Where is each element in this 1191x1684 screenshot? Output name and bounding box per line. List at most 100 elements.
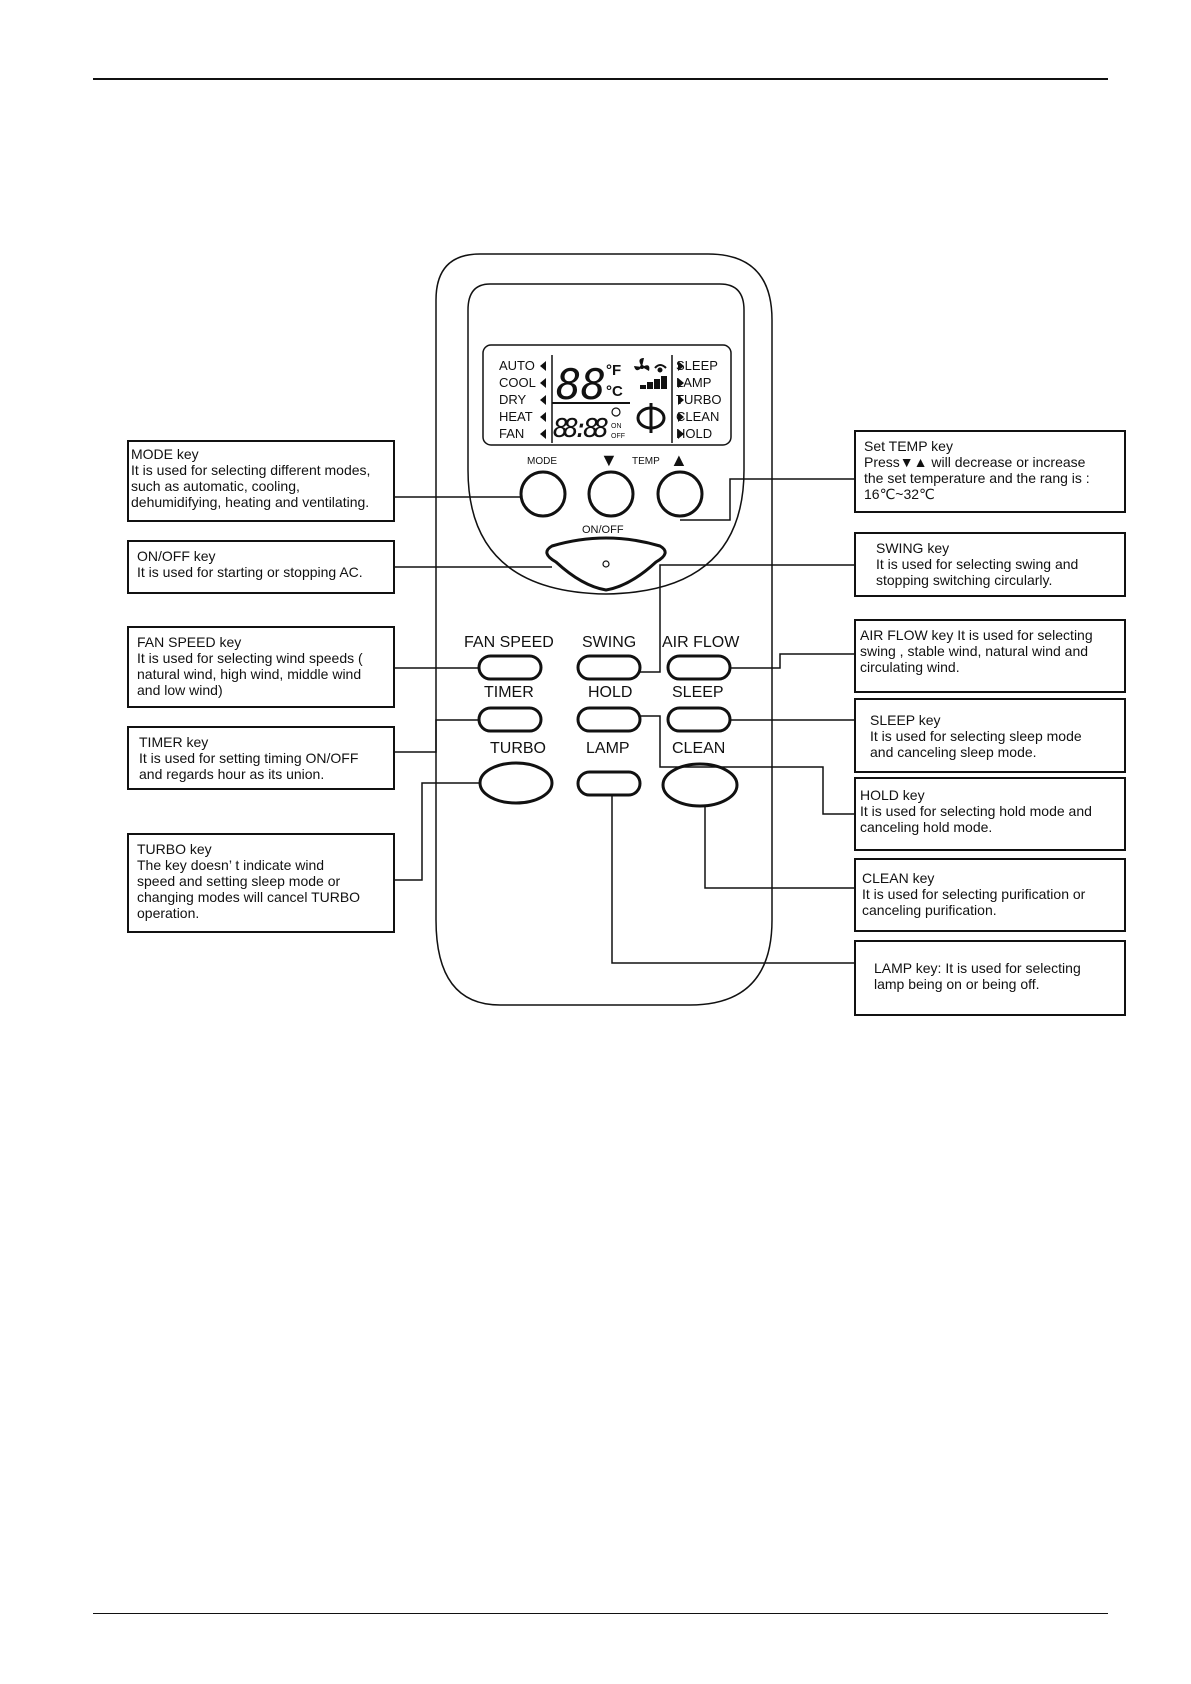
timer-key-title: TIMER key [139, 734, 209, 750]
leader-lamp [611, 795, 854, 964]
temp-key-line-1: Press▼▲ will decrease or increase [864, 454, 1086, 470]
turbo-key-title: TURBO key [137, 841, 212, 857]
lcd-label-turbo: TURBO [676, 392, 722, 407]
fan-speed-key-line-3: and low wind) [137, 682, 223, 698]
air-flow-button[interactable] [666, 654, 732, 681]
down-arrow-icon: ▼ [600, 450, 618, 470]
temp-key-callout: Set TEMP key Press▼▲ will decrease or in… [854, 430, 1126, 513]
sleep-icon [654, 364, 667, 373]
lamp-key-line-1: lamp being on or being off. [874, 976, 1040, 992]
temp-key-line-2: the set temperature and the rang is : [864, 470, 1090, 486]
lcd-off-label: OFF [611, 433, 625, 440]
temp-down-button[interactable] [587, 470, 635, 518]
clean-button[interactable] [661, 762, 739, 808]
timer-key-line-2: and regards hour as its union. [139, 766, 325, 782]
leader-temp [680, 478, 854, 521]
air-flow-label: AIR FLOW [662, 634, 740, 651]
onoff-button[interactable] [545, 536, 667, 592]
lcd-mode-cool: COOL [499, 375, 536, 390]
wind-speed-bars-icon [640, 376, 667, 389]
turbo-key-line-2: speed and setting sleep mode or [137, 873, 341, 889]
clean-key-line-1: It is used for selecting purification or [862, 886, 1086, 902]
leader-turbo [394, 782, 480, 881]
hold-key-line-1: It is used for selecting hold mode and [860, 803, 1092, 819]
hold-key-line-2: canceling hold mode. [860, 819, 993, 835]
onoff-key-callout: ON/OFF key It is used for starting or st… [127, 540, 395, 594]
temp-key-title: Set TEMP key [864, 438, 953, 454]
onoff-key-title: ON/OFF key [137, 548, 216, 564]
hold-key-callout: HOLD key It is used for selecting hold m… [854, 777, 1126, 851]
clean-key-line-2: canceling purification. [862, 902, 997, 918]
leader-timer [394, 719, 479, 753]
swing-key-line-2: stopping switching circularly. [876, 572, 1053, 588]
turbo-key-callout: TURBO key The key doesn’ t indicate wind… [127, 833, 395, 933]
swing-label: SWING [582, 634, 636, 651]
turbo-key-line-3: changing modes will cancel TURBO [137, 889, 361, 905]
mode-key-callout: MODE key It is used for selecting differ… [127, 440, 395, 522]
leader-clean [704, 806, 854, 889]
mode-key-line-1: It is used for selecting different modes… [131, 462, 371, 478]
turbo-key-line-4: operation. [137, 905, 200, 921]
swing-key-title: SWING key [876, 540, 950, 556]
lcd-label-lamp: LAMP [676, 375, 711, 390]
fan-speed-key-line-2: natural wind, high wind, middle wind [137, 666, 362, 682]
air-flow-key-line-1: swing , stable wind, natural wind and [860, 643, 1089, 659]
clean-key-callout: CLEAN key It is used for selecting purif… [854, 858, 1126, 932]
timer-button[interactable] [477, 706, 543, 733]
lamp-label: LAMP [586, 740, 630, 757]
leader-hold [640, 715, 854, 815]
clean-key-title: CLEAN key [862, 870, 935, 886]
remote-upper-panel [467, 283, 745, 595]
hold-button[interactable] [576, 706, 642, 733]
sleep-button[interactable] [666, 706, 732, 733]
lcd-mode-heat: HEAT [499, 409, 533, 424]
leader-air-flow [730, 653, 854, 669]
lcd-on-label: ON [611, 423, 622, 430]
onoff-button-label: ON/OFF [582, 524, 624, 536]
lcd-mode-auto: AUTO [499, 358, 535, 373]
swing-button[interactable] [576, 654, 642, 681]
fan-speed-key-callout: FAN SPEED key It is used for selecting w… [127, 626, 395, 708]
fan-speed-key-title: FAN SPEED key [137, 634, 242, 650]
timer-label: TIMER [484, 684, 534, 701]
sleep-key-line-2: and canceling sleep mode. [870, 744, 1037, 760]
fan-speed-key-line-1: It is used for selecting wind speeds ( [137, 650, 363, 666]
timer-key-line-1: It is used for setting timing ON/OFF [139, 750, 359, 766]
sleep-key-line-1: It is used for selecting sleep mode [870, 728, 1082, 744]
lamp-key-title: LAMP key: It is used for selecting [874, 960, 1081, 976]
fan-speed-button[interactable] [477, 654, 543, 681]
leader-lines [394, 478, 854, 964]
mode-key-line-2: such as automatic, cooling, [131, 478, 300, 494]
sleep-label: SLEEP [672, 684, 724, 701]
turbo-label: TURBO [490, 740, 546, 757]
lcd-temp-digits: 88 [556, 360, 606, 409]
swing-icon [636, 403, 666, 433]
mode-key-line-3: dehumidifying, heating and ventilating. [131, 494, 370, 510]
hold-key-title: HOLD key [860, 787, 925, 803]
swing-key-callout: SWING key It is used for selecting swing… [854, 532, 1126, 597]
mode-button[interactable] [519, 470, 567, 518]
fan-icon [634, 358, 650, 371]
up-arrow-icon: ▲ [670, 450, 688, 470]
mode-button-label: MODE [527, 456, 557, 467]
air-flow-key-line-2: circulating wind. [860, 659, 960, 675]
lcd-mode-labels: AUTO COOL DRY HEAT FAN [499, 358, 536, 441]
remote-body [435, 253, 773, 1006]
mode-key-title: MODE key [131, 446, 199, 462]
air-flow-key-title: AIR FLOW key It is used for selecting [860, 627, 1093, 643]
onoff-dot-icon [602, 560, 610, 568]
lcd-mode-dry: DRY [499, 392, 527, 407]
lcd-mode-pointers [540, 361, 684, 439]
lcd-mode-fan: FAN [499, 426, 524, 441]
lcd-time-digits: 88:88 [553, 414, 609, 444]
lcd-unit-f: °F [606, 362, 621, 379]
lcd-label-clean: CLEAN [676, 409, 719, 424]
temp-button-label: TEMP [632, 456, 660, 467]
turbo-button[interactable] [478, 761, 554, 805]
leader-swing [640, 564, 854, 673]
sleep-key-title: SLEEP key [870, 712, 941, 728]
lcd-unit-c: °C [606, 383, 623, 400]
lamp-button[interactable] [576, 770, 642, 797]
temp-up-button[interactable] [656, 470, 704, 518]
